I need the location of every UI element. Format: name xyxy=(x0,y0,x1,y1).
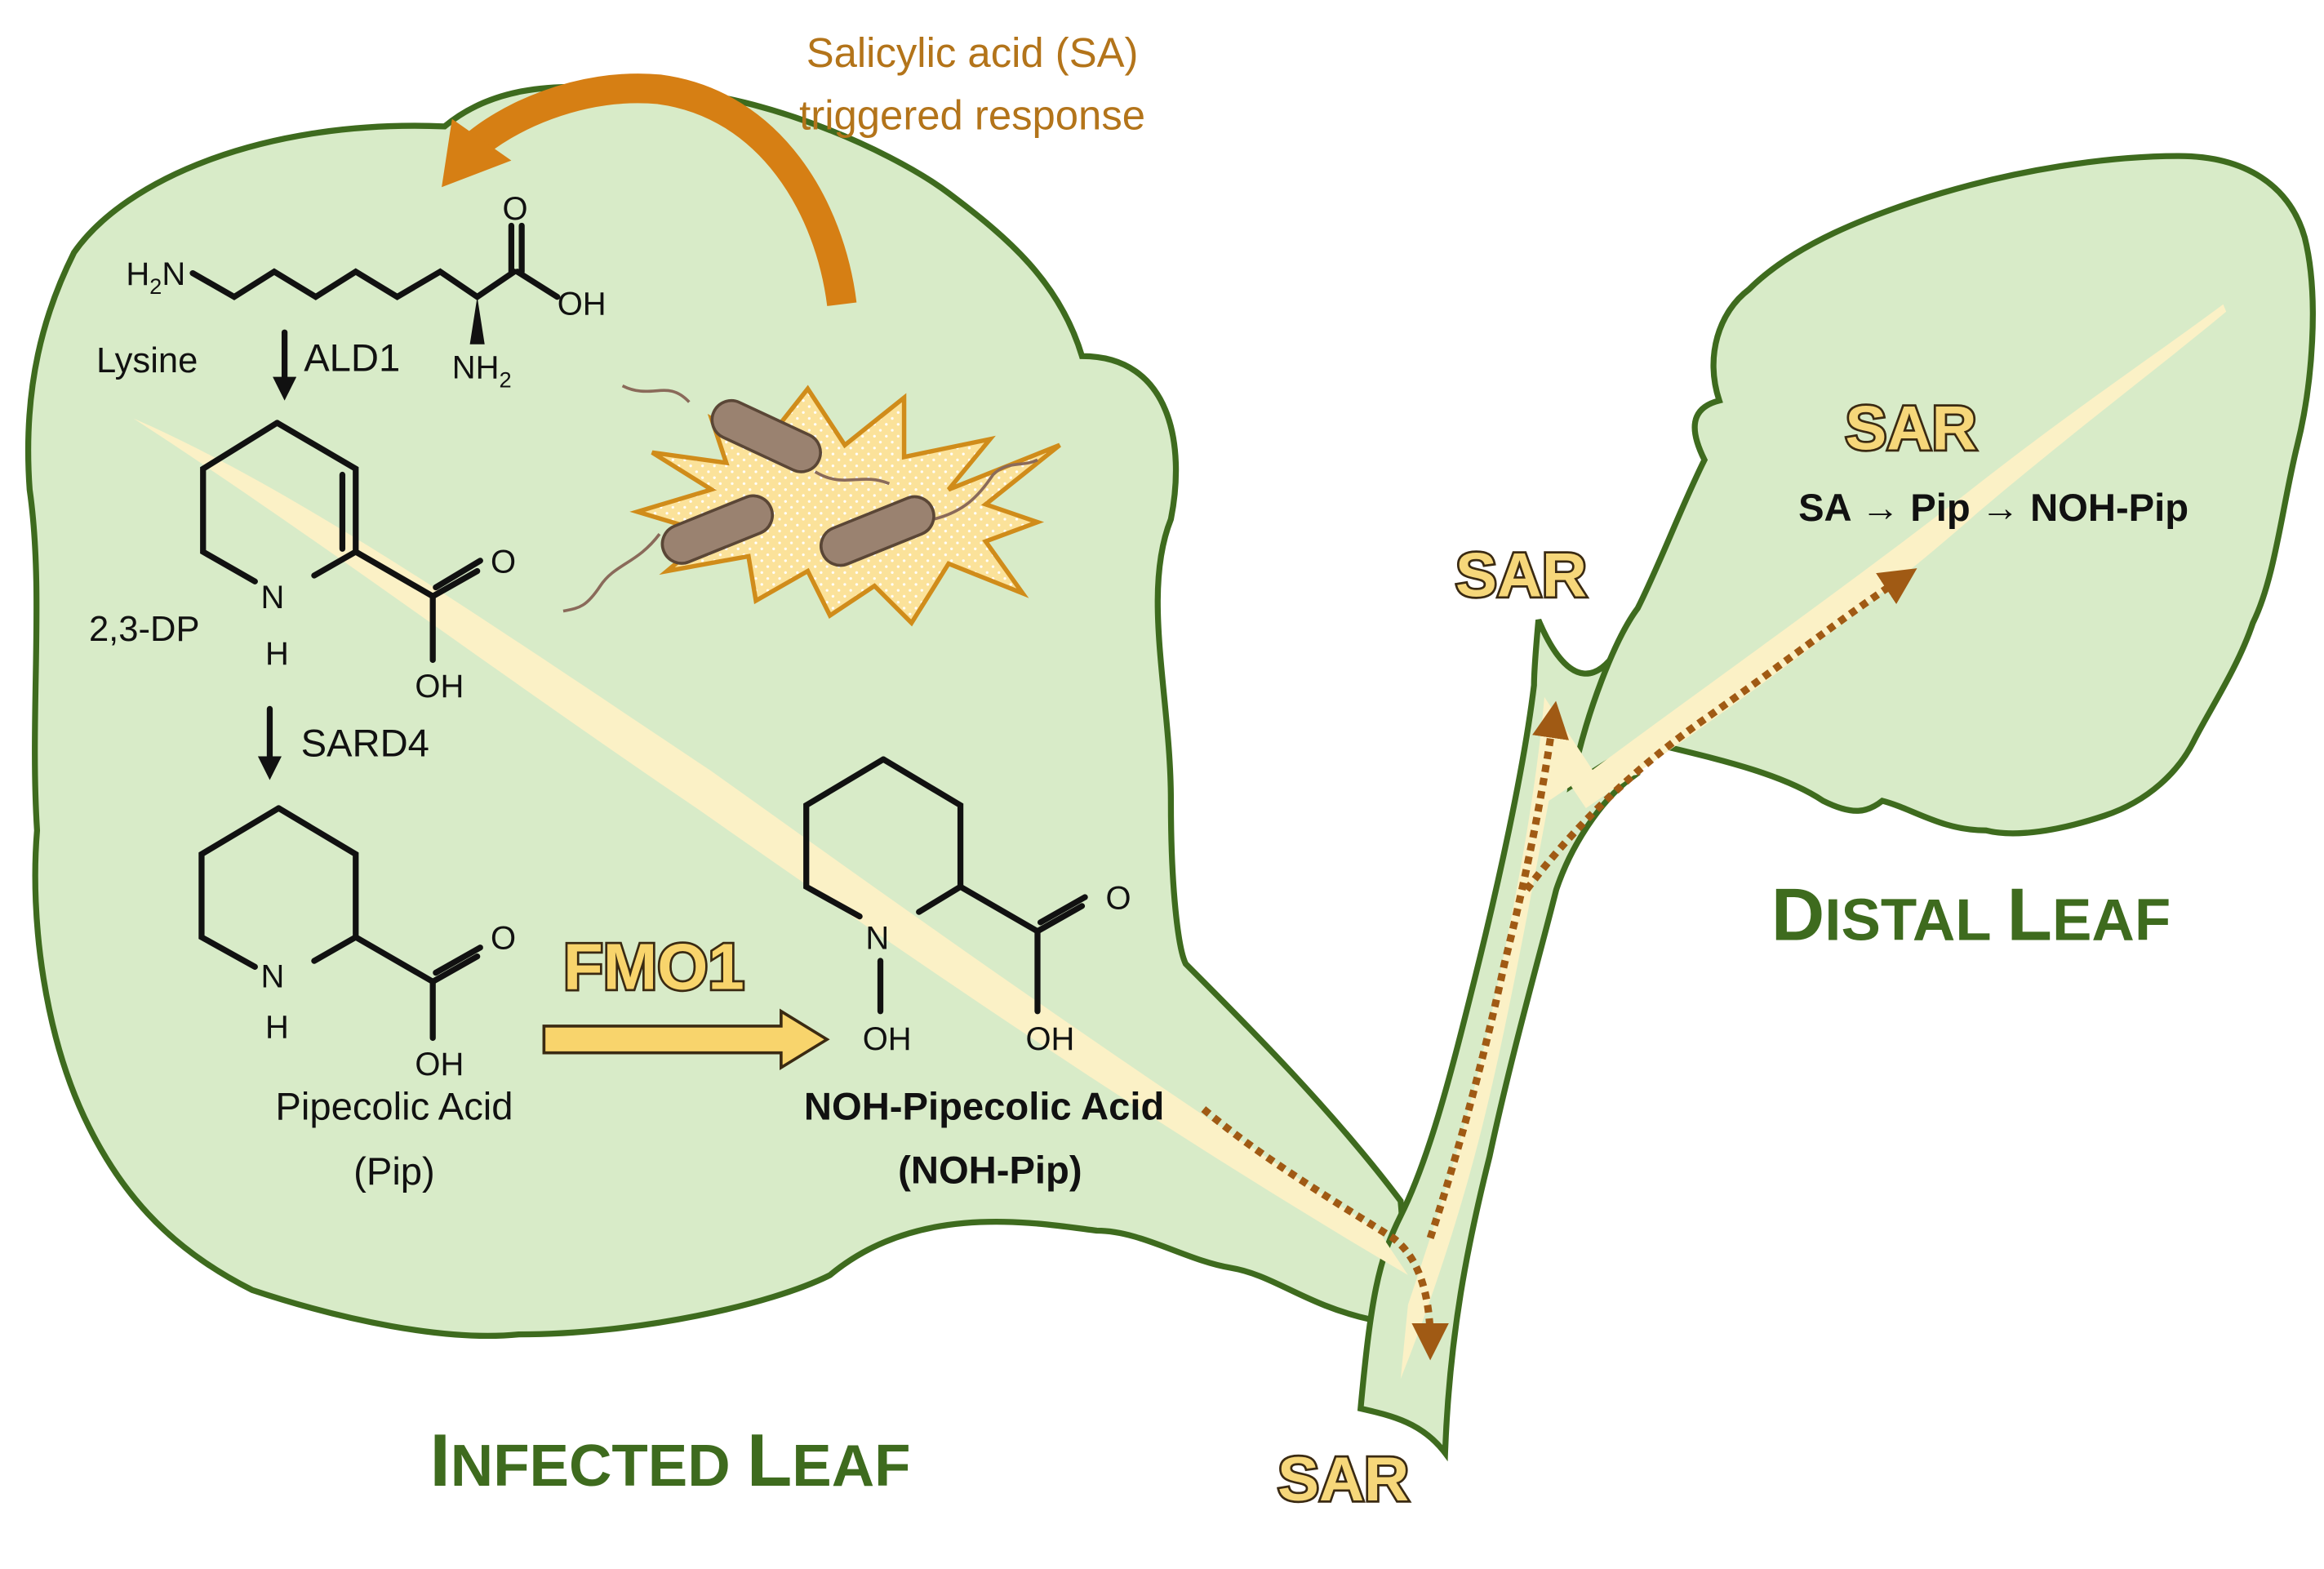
arrow-stem-up xyxy=(1426,700,1570,1240)
sar-label-distal: SAR xyxy=(1846,394,1977,464)
noh-pip-name-line2: (NOH-Pip) xyxy=(898,1149,1082,1192)
pip-name-line1: Pipecolic Acid xyxy=(275,1085,513,1128)
infected-leaf-vein xyxy=(133,418,1408,1275)
ald1-label: ALD1 xyxy=(304,336,400,380)
sa-response-line1: Salicylic acid (SA) xyxy=(807,29,1139,76)
pip-structure: N H O OH Pipecolic Acid (Pip) xyxy=(198,805,516,1193)
pip-name-line2: (Pip) xyxy=(353,1150,435,1193)
transport-arrows xyxy=(1201,568,1917,1361)
dp-structure: N H O OH 2,3-DP xyxy=(89,420,516,704)
noh-pip-name-line1: NOH-Pipecolic Acid xyxy=(804,1085,1164,1128)
infected-leaf-label: INFECTED LEAF xyxy=(430,1420,911,1502)
sard4-label: SARD4 xyxy=(301,722,429,766)
noh-pip-structure: N OH O OH NOH-Pipecolic Acid (NOH-Pip) xyxy=(803,756,1164,1192)
svg-text:H2N: H2N xyxy=(126,256,185,299)
svg-text:OH: OH xyxy=(1025,1021,1074,1057)
stem-vein xyxy=(1400,696,1593,1380)
sa-feedback-arrow xyxy=(442,73,857,306)
svg-text:N: N xyxy=(261,580,285,616)
svg-text:OH: OH xyxy=(415,669,464,704)
sa-response-line2: triggered response xyxy=(799,91,1145,138)
sar-label-stem-top: SAR xyxy=(1455,540,1587,610)
svg-text:O: O xyxy=(491,544,516,580)
arrow-infected-to-stem xyxy=(1201,1106,1449,1361)
svg-text:O: O xyxy=(1106,881,1131,917)
svg-text:N: N xyxy=(865,921,889,957)
svg-text:NH2: NH2 xyxy=(452,350,512,393)
fmo1-arrow xyxy=(542,1008,830,1071)
svg-text:OH: OH xyxy=(863,1021,912,1057)
distal-leaf-label: DISTAL LEAF xyxy=(1771,874,2171,957)
svg-text:H: H xyxy=(265,636,289,672)
lysine-name: Lysine xyxy=(96,341,198,380)
sar-label-stem-bottom: SAR xyxy=(1278,1445,1409,1514)
lysine-o: O xyxy=(503,191,528,227)
arrow-to-distal-leaf xyxy=(1523,568,1917,892)
rod-bacteria-icon xyxy=(562,384,1038,613)
lysine-oh: OH xyxy=(558,286,607,322)
fmo1-label: FMO1 xyxy=(563,931,744,1003)
svg-text:H: H xyxy=(265,1009,289,1045)
svg-text:O: O xyxy=(491,921,516,957)
lysine-structure: H2N O OH NH2 Lysine xyxy=(96,191,607,392)
distal-leaf-vein xyxy=(1571,304,2227,809)
infected-leaf xyxy=(24,83,1406,1339)
dp-name: 2,3-DP xyxy=(89,610,200,649)
distal-pathway: SA → Pip → NOH-Pip xyxy=(1798,487,2188,530)
svg-text:OH: OH xyxy=(415,1047,464,1082)
svg-text:N: N xyxy=(261,959,285,995)
